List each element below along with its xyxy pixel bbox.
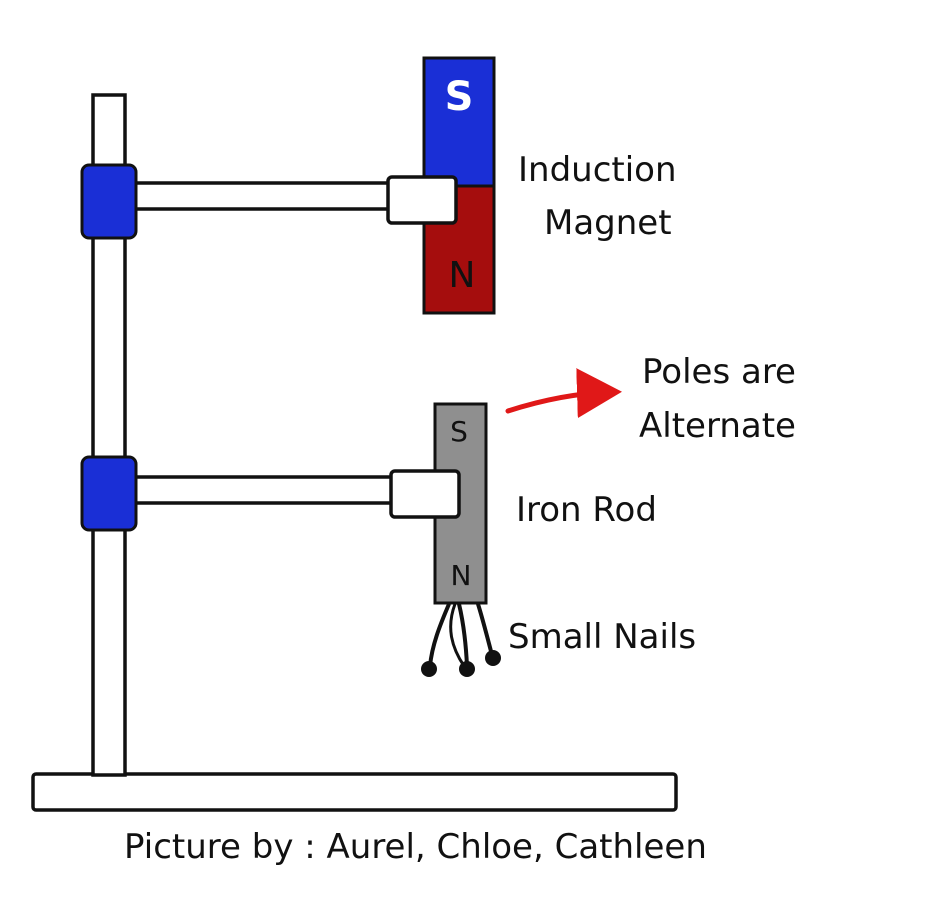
upper-clamp [80,163,138,240]
annotation-line1: Poles are [642,352,796,392]
nail-middle-head [459,661,475,677]
magnet-holder [386,175,458,225]
rod-top-pole-letter: S [450,415,468,448]
upper-arm [126,181,398,211]
lower-clamp [80,455,138,532]
lower-arm [126,475,398,505]
magnet-label-line1: Induction [518,150,677,190]
nail-middle-2 [449,603,466,667]
annotation-arrow [505,368,622,419]
nail-right [476,603,494,656]
magnet-bottom-pole-letter: N [449,255,476,296]
nail-middle [457,603,469,667]
credit-text: Picture by : Aurel, Chloe, Cathleen [124,827,707,867]
rod-bottom-pole-letter: N [451,559,472,592]
stand-base [31,772,678,812]
rod-holder [389,469,461,519]
nail-right-head [485,650,501,666]
small-nails-label: Small Nails [508,617,696,657]
nail-left [428,603,451,667]
iron-rod-label: Iron Rod [516,490,657,530]
small-nails [421,603,501,677]
annotation-line2: Alternate [639,406,796,446]
magnet-top-pole-letter: S [445,74,474,120]
magnet-label-line2: Magnet [544,203,672,243]
nail-left-head [421,661,437,677]
